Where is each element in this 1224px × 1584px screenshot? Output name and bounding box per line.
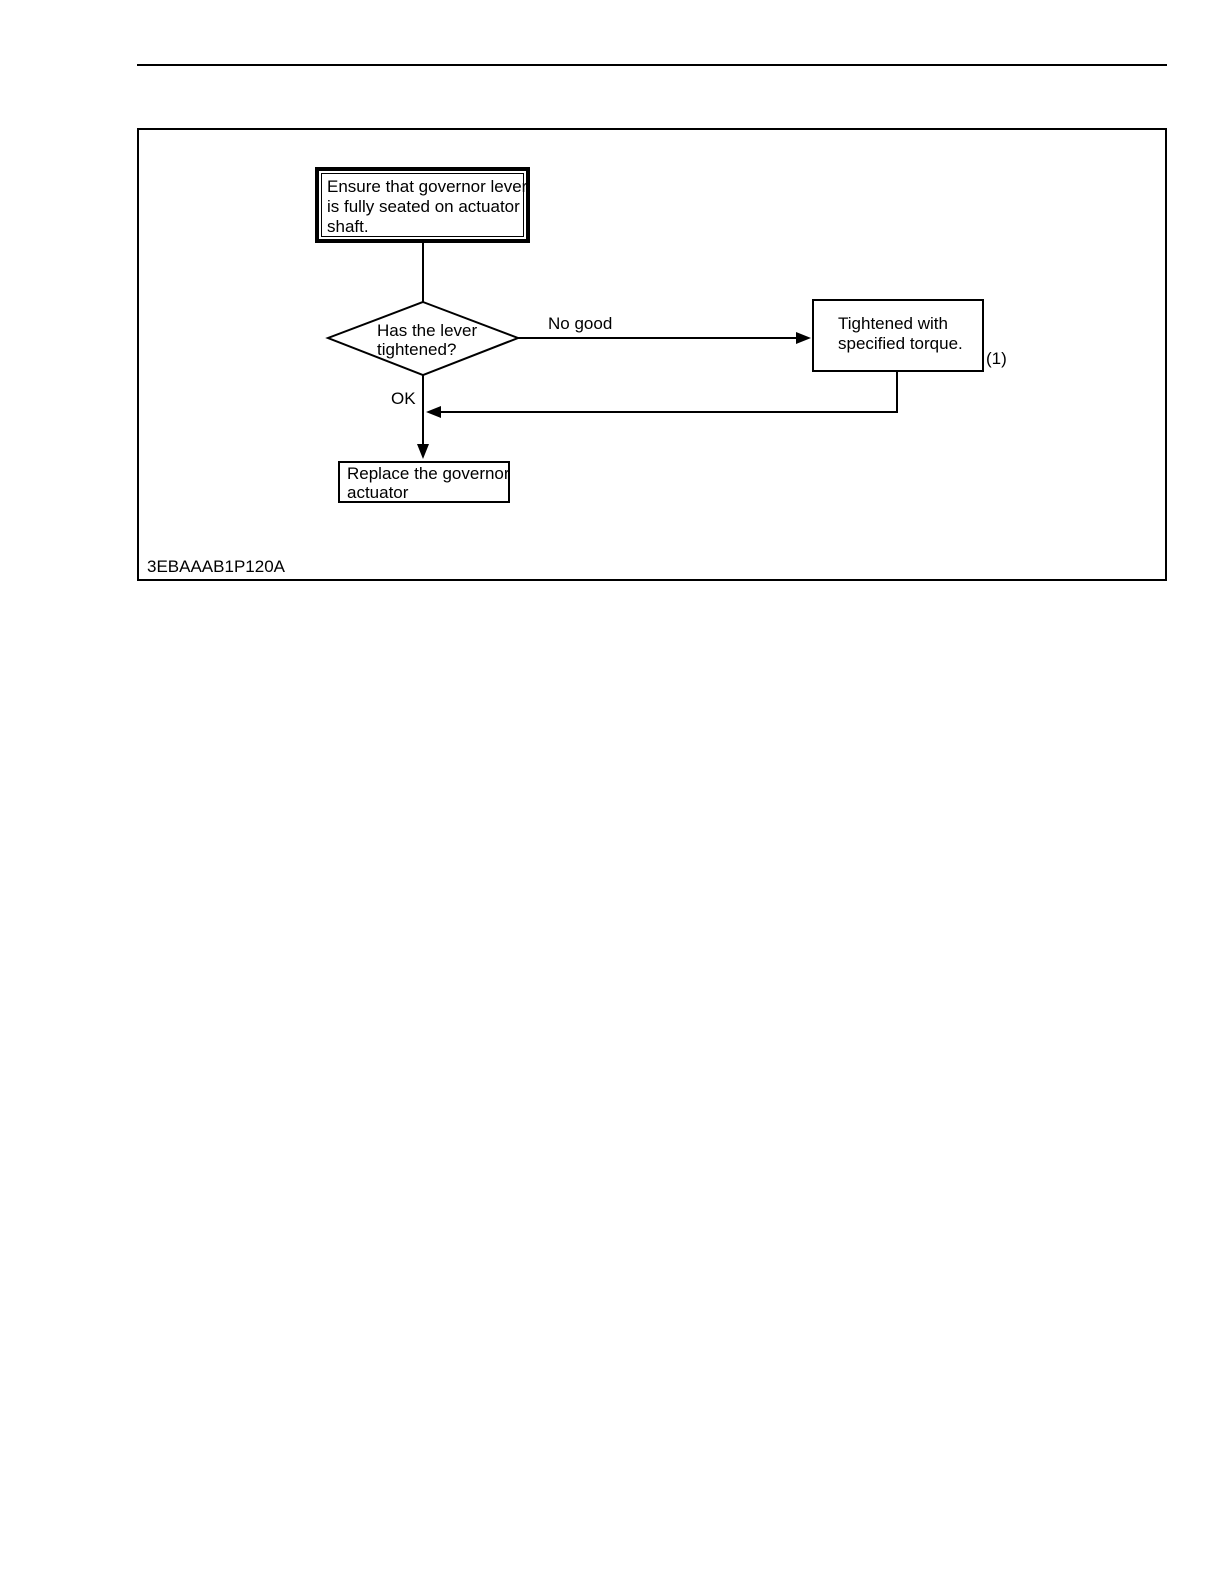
flowchart-frame: [137, 128, 1167, 581]
no-good-label: No good: [548, 314, 613, 333]
remedy-ref-label: (1): [986, 349, 1007, 368]
ok-label: OK: [391, 389, 416, 408]
end-box: Replace the governor actuator: [338, 461, 510, 503]
page-header-rule: [137, 64, 1167, 66]
figure-code: 3EBAAAB1P120A: [147, 557, 285, 576]
end-box-line: actuator: [347, 483, 409, 502]
decision-line: Has the lever: [377, 321, 478, 340]
start-box: Ensure that governor lever is fully seat…: [315, 167, 530, 243]
remedy-line: specified torque.: [838, 334, 963, 353]
remedy-box: Tightened with specified torque.: [812, 299, 984, 372]
start-box-text: Ensure that governor lever is fully seat…: [321, 173, 528, 237]
start-box-line: Ensure that governor lever: [327, 177, 528, 196]
start-box-line: is fully seated on actuator: [327, 197, 520, 216]
decision-text: Has the lever tightened?: [377, 321, 477, 359]
end-box-line: Replace the governor: [347, 464, 510, 483]
start-box-line: shaft.: [327, 217, 369, 236]
decision-line: tightened?: [377, 340, 457, 359]
remedy-line: Tightened with: [838, 314, 948, 333]
